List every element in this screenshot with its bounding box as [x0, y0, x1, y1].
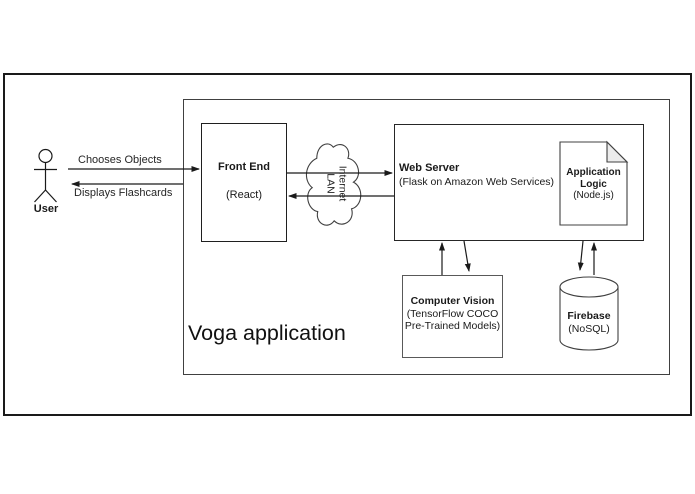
user-label: User: [33, 203, 59, 215]
diagram-title: Voga application: [188, 321, 346, 345]
front-end-title: Front End: [218, 161, 270, 173]
application-logic-line2: Logic: [580, 178, 607, 190]
displays-flashcards-label: Displays Flashcards: [74, 187, 173, 199]
front-end-subtitle: (React): [225, 189, 263, 201]
application-logic-label: Application Logic (Node.js): [560, 167, 627, 202]
front-end-node: [201, 123, 287, 242]
lan-label: LAN: [325, 173, 337, 194]
application-logic-line1: Application: [566, 167, 621, 178]
computer-vision-title: Computer Vision: [410, 295, 495, 307]
internet-label: Internet: [336, 165, 349, 202]
firebase-title: Firebase: [567, 310, 611, 322]
internet-lan-label: Internet LAN: [325, 144, 349, 224]
computer-vision-node: [402, 275, 503, 358]
computer-vision-label: Computer Vision (TensorFlow COCO Pre-Tra…: [402, 295, 503, 333]
firebase-subtitle: (NoSQL): [568, 323, 610, 335]
chooses-objects-label: Chooses Objects: [78, 154, 162, 166]
application-logic-subtitle: (Node.js): [573, 190, 614, 201]
web-server-title: Web Server: [399, 162, 460, 174]
web-server-subtitle: (Flask on Amazon Web Services): [399, 176, 555, 188]
computer-vision-sub1: (TensorFlow COCO: [406, 307, 499, 320]
firebase-label: Firebase (NoSQL): [558, 310, 620, 336]
computer-vision-sub2: Pre-Trained Models): [404, 320, 501, 332]
